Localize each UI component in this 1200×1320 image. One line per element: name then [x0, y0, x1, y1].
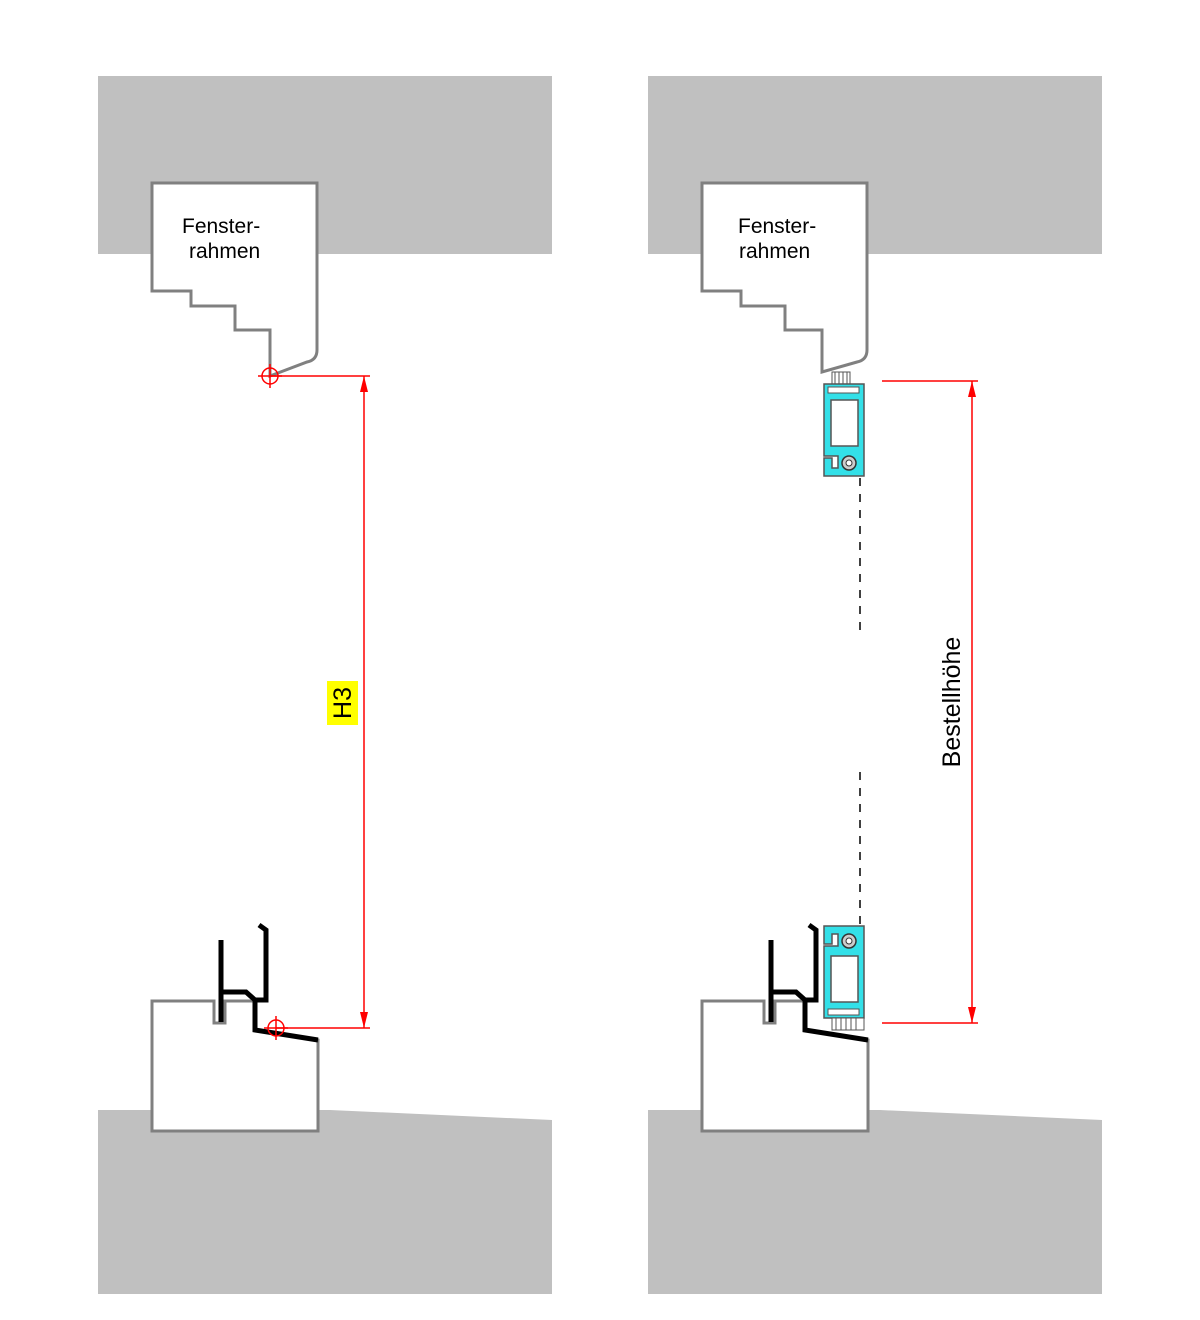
left-bottom-wall [98, 1110, 552, 1294]
left-dimension-h3 [258, 364, 370, 1040]
left-frame-label-line1: Fenster- [182, 215, 260, 238]
left-sill-profile [218, 922, 319, 1043]
left-dimension-arrow-bottom [360, 1012, 368, 1028]
right-dimension-arrow-bottom [968, 1007, 976, 1023]
left-window-frame-top [150, 181, 319, 379]
left-panel: Fenster- rahmen H3 [98, 76, 552, 1294]
left-frame-label-line2: rahmen [189, 240, 260, 263]
right-frame-label-line1: Fenster- [738, 215, 816, 238]
right-window-frame-top [700, 181, 869, 374]
right-frame-label-line2: rahmen [739, 240, 810, 263]
top-rail-profile [823, 371, 865, 477]
bestellhoehe-label: Bestellhöhe [938, 637, 966, 768]
h3-highlight [327, 681, 358, 725]
h3-label: H3 [329, 687, 357, 719]
right-dimension-arrow-top [968, 381, 976, 397]
right-sill-profile [768, 922, 869, 1043]
bottom-rail-profile [823, 925, 865, 1031]
left-window-sill [150, 999, 320, 1133]
right-panel: Fenster- rahmen [648, 76, 1102, 1294]
right-bottom-wall [648, 1110, 1102, 1294]
left-dimension-arrow-top [360, 376, 368, 392]
right-dimension-bestellhoehe [882, 380, 978, 1024]
